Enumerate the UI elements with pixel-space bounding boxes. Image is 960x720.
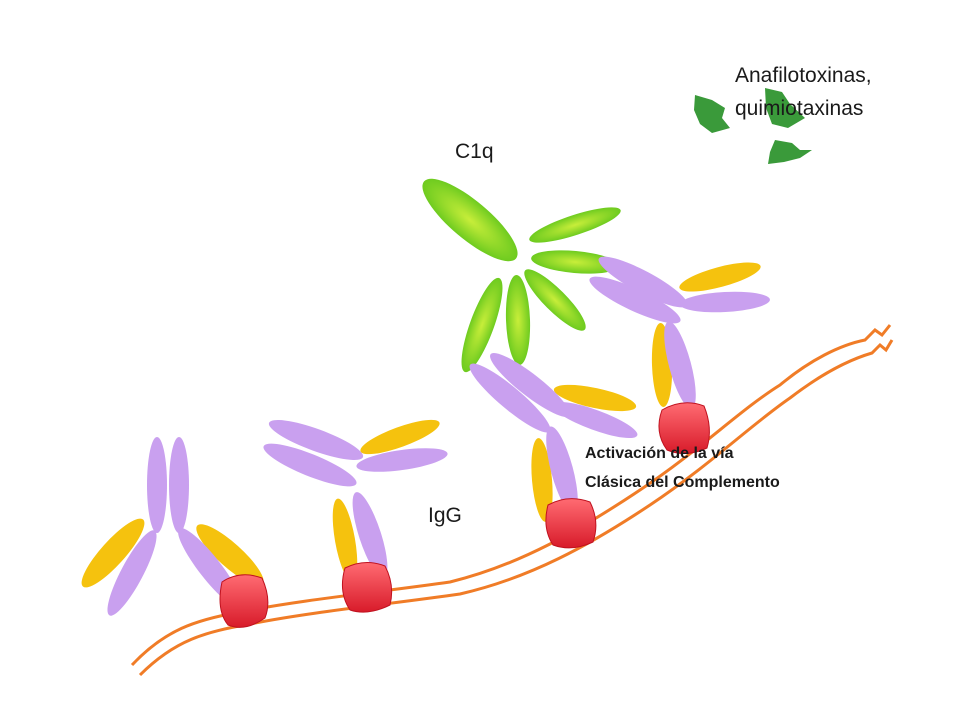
anaphylatoxins-label-line1: Anafilotoxinas, — [735, 64, 872, 87]
heavy-chain — [546, 426, 578, 514]
anaphylatoxin-blob — [694, 95, 730, 133]
light-chain — [81, 518, 145, 588]
light-chain — [679, 262, 761, 292]
c1q-arm — [529, 207, 621, 243]
light-chain — [332, 498, 358, 582]
light-chain — [360, 419, 440, 455]
light-chain — [531, 438, 553, 522]
heavy-chain — [356, 448, 448, 472]
heavy-chain — [263, 443, 357, 487]
heavy-chain — [680, 291, 770, 313]
antigen — [545, 498, 597, 549]
heavy-chain — [469, 363, 551, 433]
anaphylatoxins-label-line2: quimiotaxinas — [735, 97, 863, 120]
c1q-arm — [461, 277, 503, 373]
c1q-label: C1q — [455, 140, 494, 163]
heavy-chain — [598, 256, 688, 308]
antigen — [219, 574, 269, 628]
antigen — [658, 402, 710, 454]
igg-antibody — [263, 419, 448, 582]
anaphylatoxin-molecules — [694, 88, 812, 164]
igg-label: IgG — [428, 504, 462, 527]
antigens — [219, 402, 710, 628]
antigen — [341, 562, 393, 613]
c1q-arm — [524, 269, 586, 331]
heavy-chain — [107, 530, 157, 616]
activation-label-line2: Clásica del Complemento — [585, 474, 780, 491]
heavy-chain — [552, 401, 638, 439]
c1q-molecule — [422, 178, 621, 373]
heavy-chain — [169, 437, 189, 533]
anaphylatoxin-blob — [765, 88, 805, 128]
c1q-head — [422, 178, 518, 262]
heavy-chain — [664, 321, 696, 409]
igg-antibody — [469, 353, 638, 522]
c1q-arm — [505, 275, 531, 365]
c1q-arm — [531, 250, 619, 274]
heavy-chain — [268, 420, 364, 460]
heavy-chain — [490, 353, 570, 417]
light-chain — [553, 384, 637, 412]
igg-antibody — [589, 256, 770, 409]
activation-label-line1: Activación de la vía — [585, 445, 734, 462]
light-chain — [196, 524, 264, 586]
heavy-chain — [352, 492, 388, 578]
anaphylatoxin-blob — [768, 140, 812, 164]
heavy-chain — [589, 276, 681, 324]
heavy-chain — [147, 437, 167, 533]
